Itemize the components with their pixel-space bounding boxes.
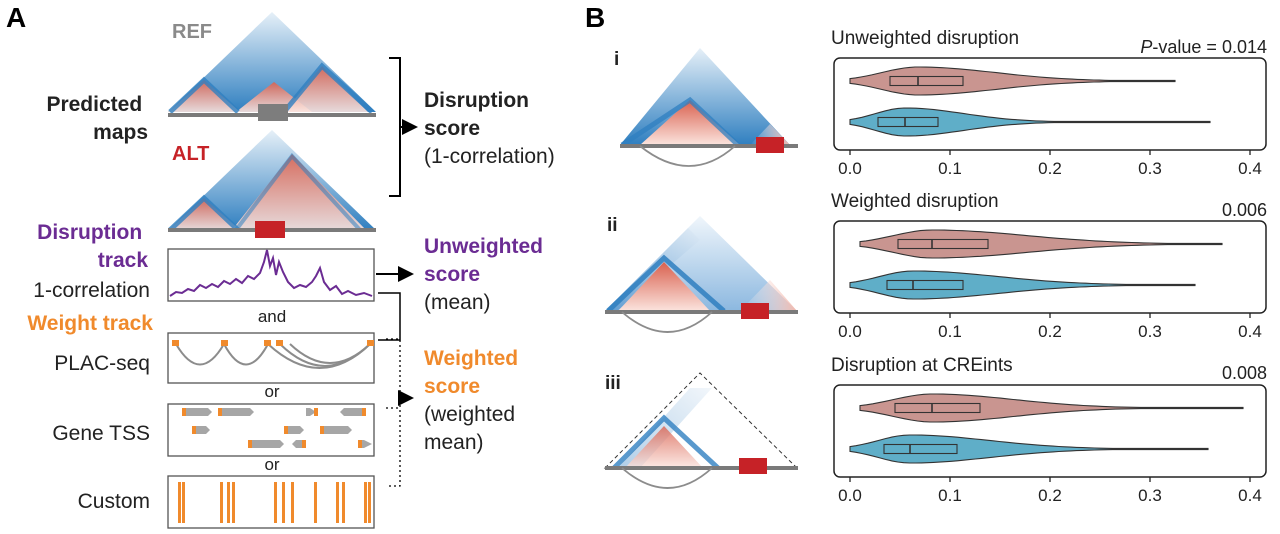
unweighted-score-line3: (mean) [424,291,491,314]
disruption-score-label: Disruption score (1-correlation) [424,89,555,168]
disruption-score-line3: (1-correlation) [424,145,555,168]
x-tick-label: 0.2 [1038,486,1062,505]
predicted-maps-line1: Predicted [46,93,142,116]
panel-a-label: A [6,2,26,33]
disruption-track-line2: track [98,249,149,272]
x-tick-label: 0.0 [838,486,862,505]
panel-b-label: B [585,2,605,33]
chart-title-3: Disruption at CREints [831,355,1013,376]
disruption-bracket [389,57,401,197]
x-tick-label: 0.3 [1138,486,1162,505]
or-label-2: or [264,455,279,474]
weight-track-label: Weight track [27,312,153,335]
weighted-score-label: Weighted score (weighted mean) [424,347,524,454]
plac-seq-anchors [172,340,374,346]
x-tick-label: 0.2 [1038,322,1062,341]
schematic-ii [605,216,798,333]
x-tick-label: 0.3 [1138,159,1162,178]
x-tick-label: 0.1 [938,322,962,341]
violin-red [859,393,1244,423]
pvalue-1: P-value = 0.014 [1140,37,1267,57]
violin-chart-3: 0.0 0.1 0.2 0.3 0.4 [833,384,1267,505]
x-tick-label: 0.4 [1238,322,1262,341]
pvalue-1-rest: -value = 0.014 [1152,37,1267,57]
weighted-dotted-connector [386,338,401,487]
one-correlation-label: 1-correlation [33,279,150,302]
violin-chart-2: 0.0 0.1 0.2 0.3 0.4 [833,220,1267,341]
schematic-iii [603,372,799,489]
weighted-score-line3: (weighted [424,403,515,426]
or-label-1: or [264,382,279,401]
plac-seq-loops [175,343,371,369]
alt-variant-box [255,221,285,238]
violin-chart-1: 0.0 0.1 0.2 0.3 0.4 [833,57,1267,178]
x-tick-label: 0.3 [1138,322,1162,341]
predicted-maps-label: Predicted maps [46,93,148,144]
disruption-score-line2: score [424,117,480,140]
disruption-track-line [169,249,373,297]
violin-red [849,66,1176,96]
box-iqr [894,402,981,414]
roman-iii: iii [605,373,621,394]
violin-blue [849,434,1209,464]
custom-label: Custom [78,490,150,513]
ref-contact-map [168,12,376,121]
violin-blue [849,107,1211,137]
box-iqr [877,116,939,128]
x-tick-label: 0.0 [838,159,862,178]
disruption-score-line1: Disruption [424,89,529,112]
box-iqr [889,75,964,87]
weighted-score-line1: Weighted [424,347,518,370]
violin-blue [849,270,1196,300]
x-tick-label: 0.0 [838,322,862,341]
box-iqr [886,279,964,291]
chart-title-1: Unweighted disruption [831,28,1019,49]
x-tick-label: 0.2 [1038,159,1062,178]
box-iqr [897,238,989,250]
x-tick-label: 0.1 [938,159,962,178]
ref-variant-box [258,104,288,121]
x-tick-label: 0.4 [1238,486,1262,505]
track-bracket [378,292,401,341]
x-tick-label: 0.1 [938,486,962,505]
disruption-track-line1: Disruption [37,221,142,244]
pvalue-2: 0.006 [1222,200,1267,220]
gene-tss-label: Gene TSS [52,422,150,445]
ref-label: REF [172,21,212,43]
custom-bars [178,482,371,523]
plac-seq-label: PLAC-seq [54,352,150,375]
schematic-i [620,48,798,167]
x-tick-label: 0.4 [1238,159,1262,178]
custom-box [167,475,375,529]
box-iqr [883,443,958,455]
and-label: and [258,307,286,326]
pvalue-3: 0.008 [1222,363,1267,383]
gene-arrows [182,408,372,448]
roman-ii: ii [607,215,618,236]
alt-contact-map [168,130,376,238]
alt-label: ALT [172,143,209,165]
weighted-score-line2: score [424,375,480,398]
unweighted-score-line2: score [424,263,480,286]
chart-title-2: Weighted disruption [831,191,999,212]
disruption-track-label: Disruption track [37,221,148,272]
violin-red [859,229,1223,259]
weighted-score-line4: mean) [424,431,484,454]
predicted-maps-line2: maps [93,121,148,144]
unweighted-score-line1: Unweighted [424,235,543,258]
pvalue-1-p: P [1140,37,1152,57]
unweighted-score-label: Unweighted score (mean) [424,235,549,314]
roman-i: i [614,49,619,70]
